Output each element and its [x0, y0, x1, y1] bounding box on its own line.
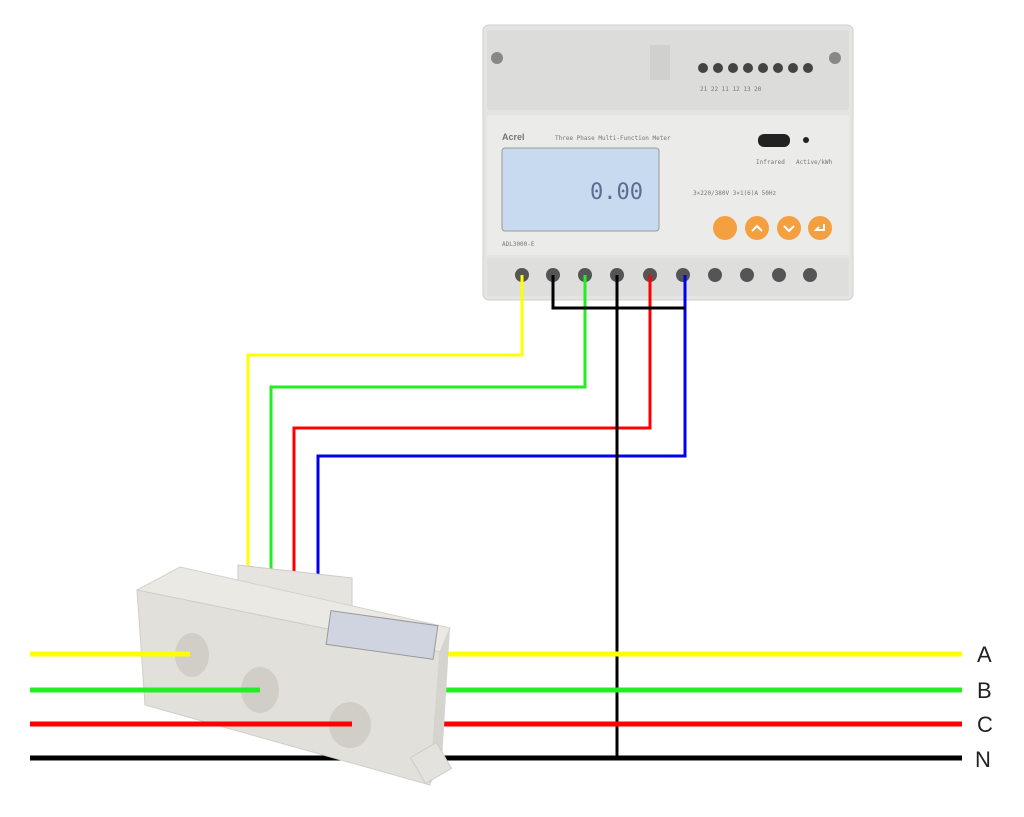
- blue-wire: [316, 275, 687, 604]
- energy-meter: 21 22 11 12 13 20 Acrel Three Phase Mult…: [482, 24, 854, 301]
- display-value: 0.00: [590, 180, 643, 205]
- phase-label-b: B: [977, 678, 992, 703]
- screw-icon: [829, 52, 841, 64]
- phase-label-a: A: [977, 642, 992, 667]
- active-label: Active/kWh: [796, 159, 833, 166]
- green-wire: [269, 275, 587, 597]
- model-label: ADL3000-E: [502, 241, 535, 248]
- down-arrow-icon: [783, 225, 795, 233]
- phase-label-n: N: [975, 747, 991, 772]
- brand-logo: Acrel: [502, 132, 525, 142]
- ct-hole-a: [175, 633, 209, 677]
- current-transformer: [135, 564, 453, 786]
- common-wire: [551, 275, 685, 310]
- enter-icon: [813, 224, 825, 231]
- top-terminals: [698, 63, 813, 73]
- menu-button[interactable]: [713, 216, 737, 240]
- pulse-led: [803, 137, 809, 143]
- up-button[interactable]: [745, 216, 769, 240]
- ct-mounting-foot: [409, 741, 453, 785]
- yellow-wire: [246, 275, 524, 593]
- up-arrow-icon: [751, 224, 763, 232]
- phase-lines-left: [30, 651, 352, 727]
- phase-label-c: C: [977, 712, 993, 737]
- red-wire: [292, 275, 652, 600]
- rating-label: 3×220/380V 3×1(6)A 50Hz: [693, 190, 776, 197]
- meter-buttons: [713, 216, 832, 240]
- ct-nameplate: [325, 610, 439, 660]
- infrared-port: [758, 134, 790, 147]
- signal-wires: [246, 275, 687, 758]
- enter-button[interactable]: [808, 216, 832, 240]
- meter-title: Three Phase Multi-Function Meter: [555, 135, 671, 142]
- infrared-label: Infrared: [756, 159, 785, 166]
- down-button[interactable]: [777, 216, 801, 240]
- phase-lines: [30, 651, 962, 761]
- screw-icon: [491, 52, 503, 64]
- lcd-display: [501, 147, 660, 232]
- top-terminal-labels: 21 22 11 12 13 20: [700, 86, 762, 93]
